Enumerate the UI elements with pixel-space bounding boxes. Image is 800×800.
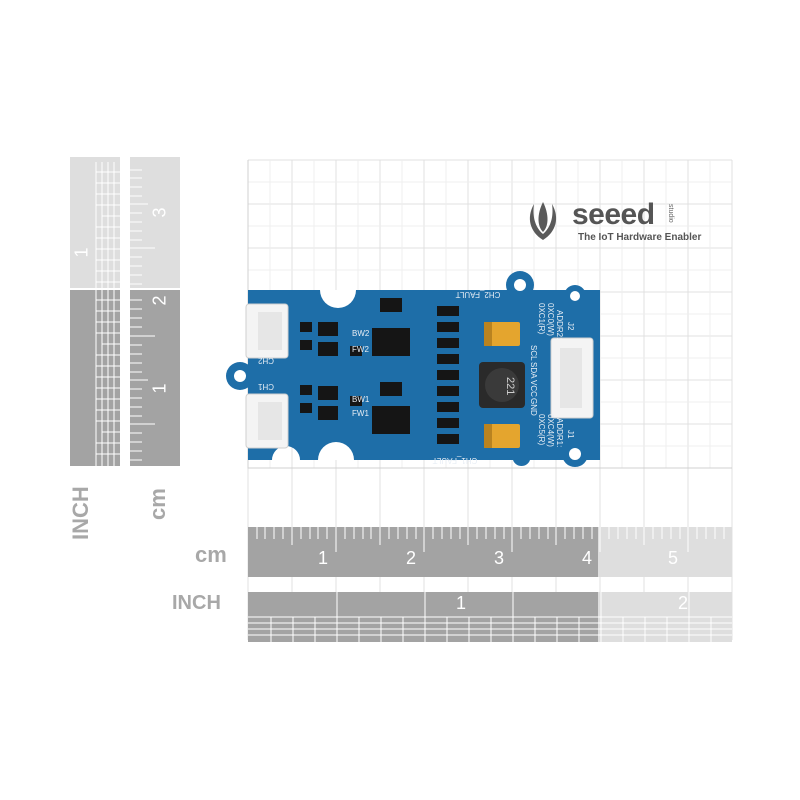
- svg-text:ADDR2:: ADDR2:: [555, 310, 564, 339]
- ch1-connector: [245, 393, 289, 449]
- inch-unit-label: INCH: [172, 592, 221, 614]
- horizontal-inch-ruler: [248, 592, 732, 642]
- i2c-connector: [550, 337, 594, 419]
- svg-text:BW2: BW2: [352, 329, 370, 338]
- svg-text:BW1: BW1: [352, 395, 370, 404]
- svg-text:J2: J2: [566, 322, 575, 331]
- seeed-leaf-icon: [529, 202, 557, 240]
- svg-text:CH2: CH2: [257, 356, 274, 365]
- svg-text:VCC: VCC: [529, 380, 538, 397]
- vinch-tick-1: 1: [71, 247, 92, 258]
- horizontal-cm-ruler: [248, 527, 732, 577]
- grove-motor-driver-board: CH2_FAULT CH1_FAULT CH1 CH2 ADDR2: 0XC0(…: [226, 271, 600, 467]
- svg-text:0XC4(W): 0XC4(W): [546, 414, 555, 447]
- svg-text:GND: GND: [529, 398, 538, 416]
- cm-tick-5: 5: [668, 548, 679, 568]
- vcm-tick-2: 2: [149, 295, 170, 306]
- brand-tagline: The IoT Hardware Enabler: [578, 232, 702, 243]
- svg-text:SCL: SCL: [529, 345, 538, 361]
- cm-vertical-label: cm: [145, 488, 170, 520]
- svg-text:CH1: CH1: [257, 382, 274, 391]
- svg-text:FW2: FW2: [352, 345, 369, 354]
- vcm-tick-1: 1: [149, 383, 170, 394]
- ch2-connector: [245, 303, 289, 359]
- inductor: [479, 362, 525, 408]
- vcm-tick-3: 3: [149, 207, 170, 218]
- cm-unit-label: cm: [195, 542, 227, 567]
- inch-tick-2: 2: [678, 593, 689, 613]
- inch-tick-1: 1: [456, 593, 467, 613]
- svg-text:ADDR1:: ADDR1:: [555, 418, 564, 447]
- seeed-logo: seeed The IoT Hardware Enabler studio: [520, 198, 702, 248]
- inch-vertical-label: INCH: [68, 486, 93, 540]
- svg-text:CH1_FAULT: CH1_FAULT: [433, 456, 478, 465]
- svg-text:CH2_FAULT: CH2_FAULT: [456, 290, 501, 299]
- vertical-inch-ruler: [70, 157, 120, 466]
- cm-tick-1: 1: [318, 548, 329, 568]
- cm-tick-2: 2: [406, 548, 417, 568]
- cm-tick-4: 4: [582, 548, 593, 568]
- svg-text:0XC1(R): 0XC1(R): [537, 303, 546, 334]
- svg-text:0XC5(R): 0XC5(R): [537, 414, 546, 445]
- cm-tick-3: 3: [494, 548, 505, 568]
- svg-text:SDA: SDA: [529, 362, 538, 379]
- svg-text:221: 221: [504, 377, 516, 395]
- vertical-cm-ruler: [130, 157, 180, 466]
- svg-text:FW1: FW1: [352, 409, 369, 418]
- svg-text:J1: J1: [566, 430, 575, 439]
- brand-suffix: studio: [667, 204, 674, 223]
- svg-text:0XC0(W): 0XC0(W): [546, 303, 555, 336]
- brand-name: seeed: [572, 198, 655, 231]
